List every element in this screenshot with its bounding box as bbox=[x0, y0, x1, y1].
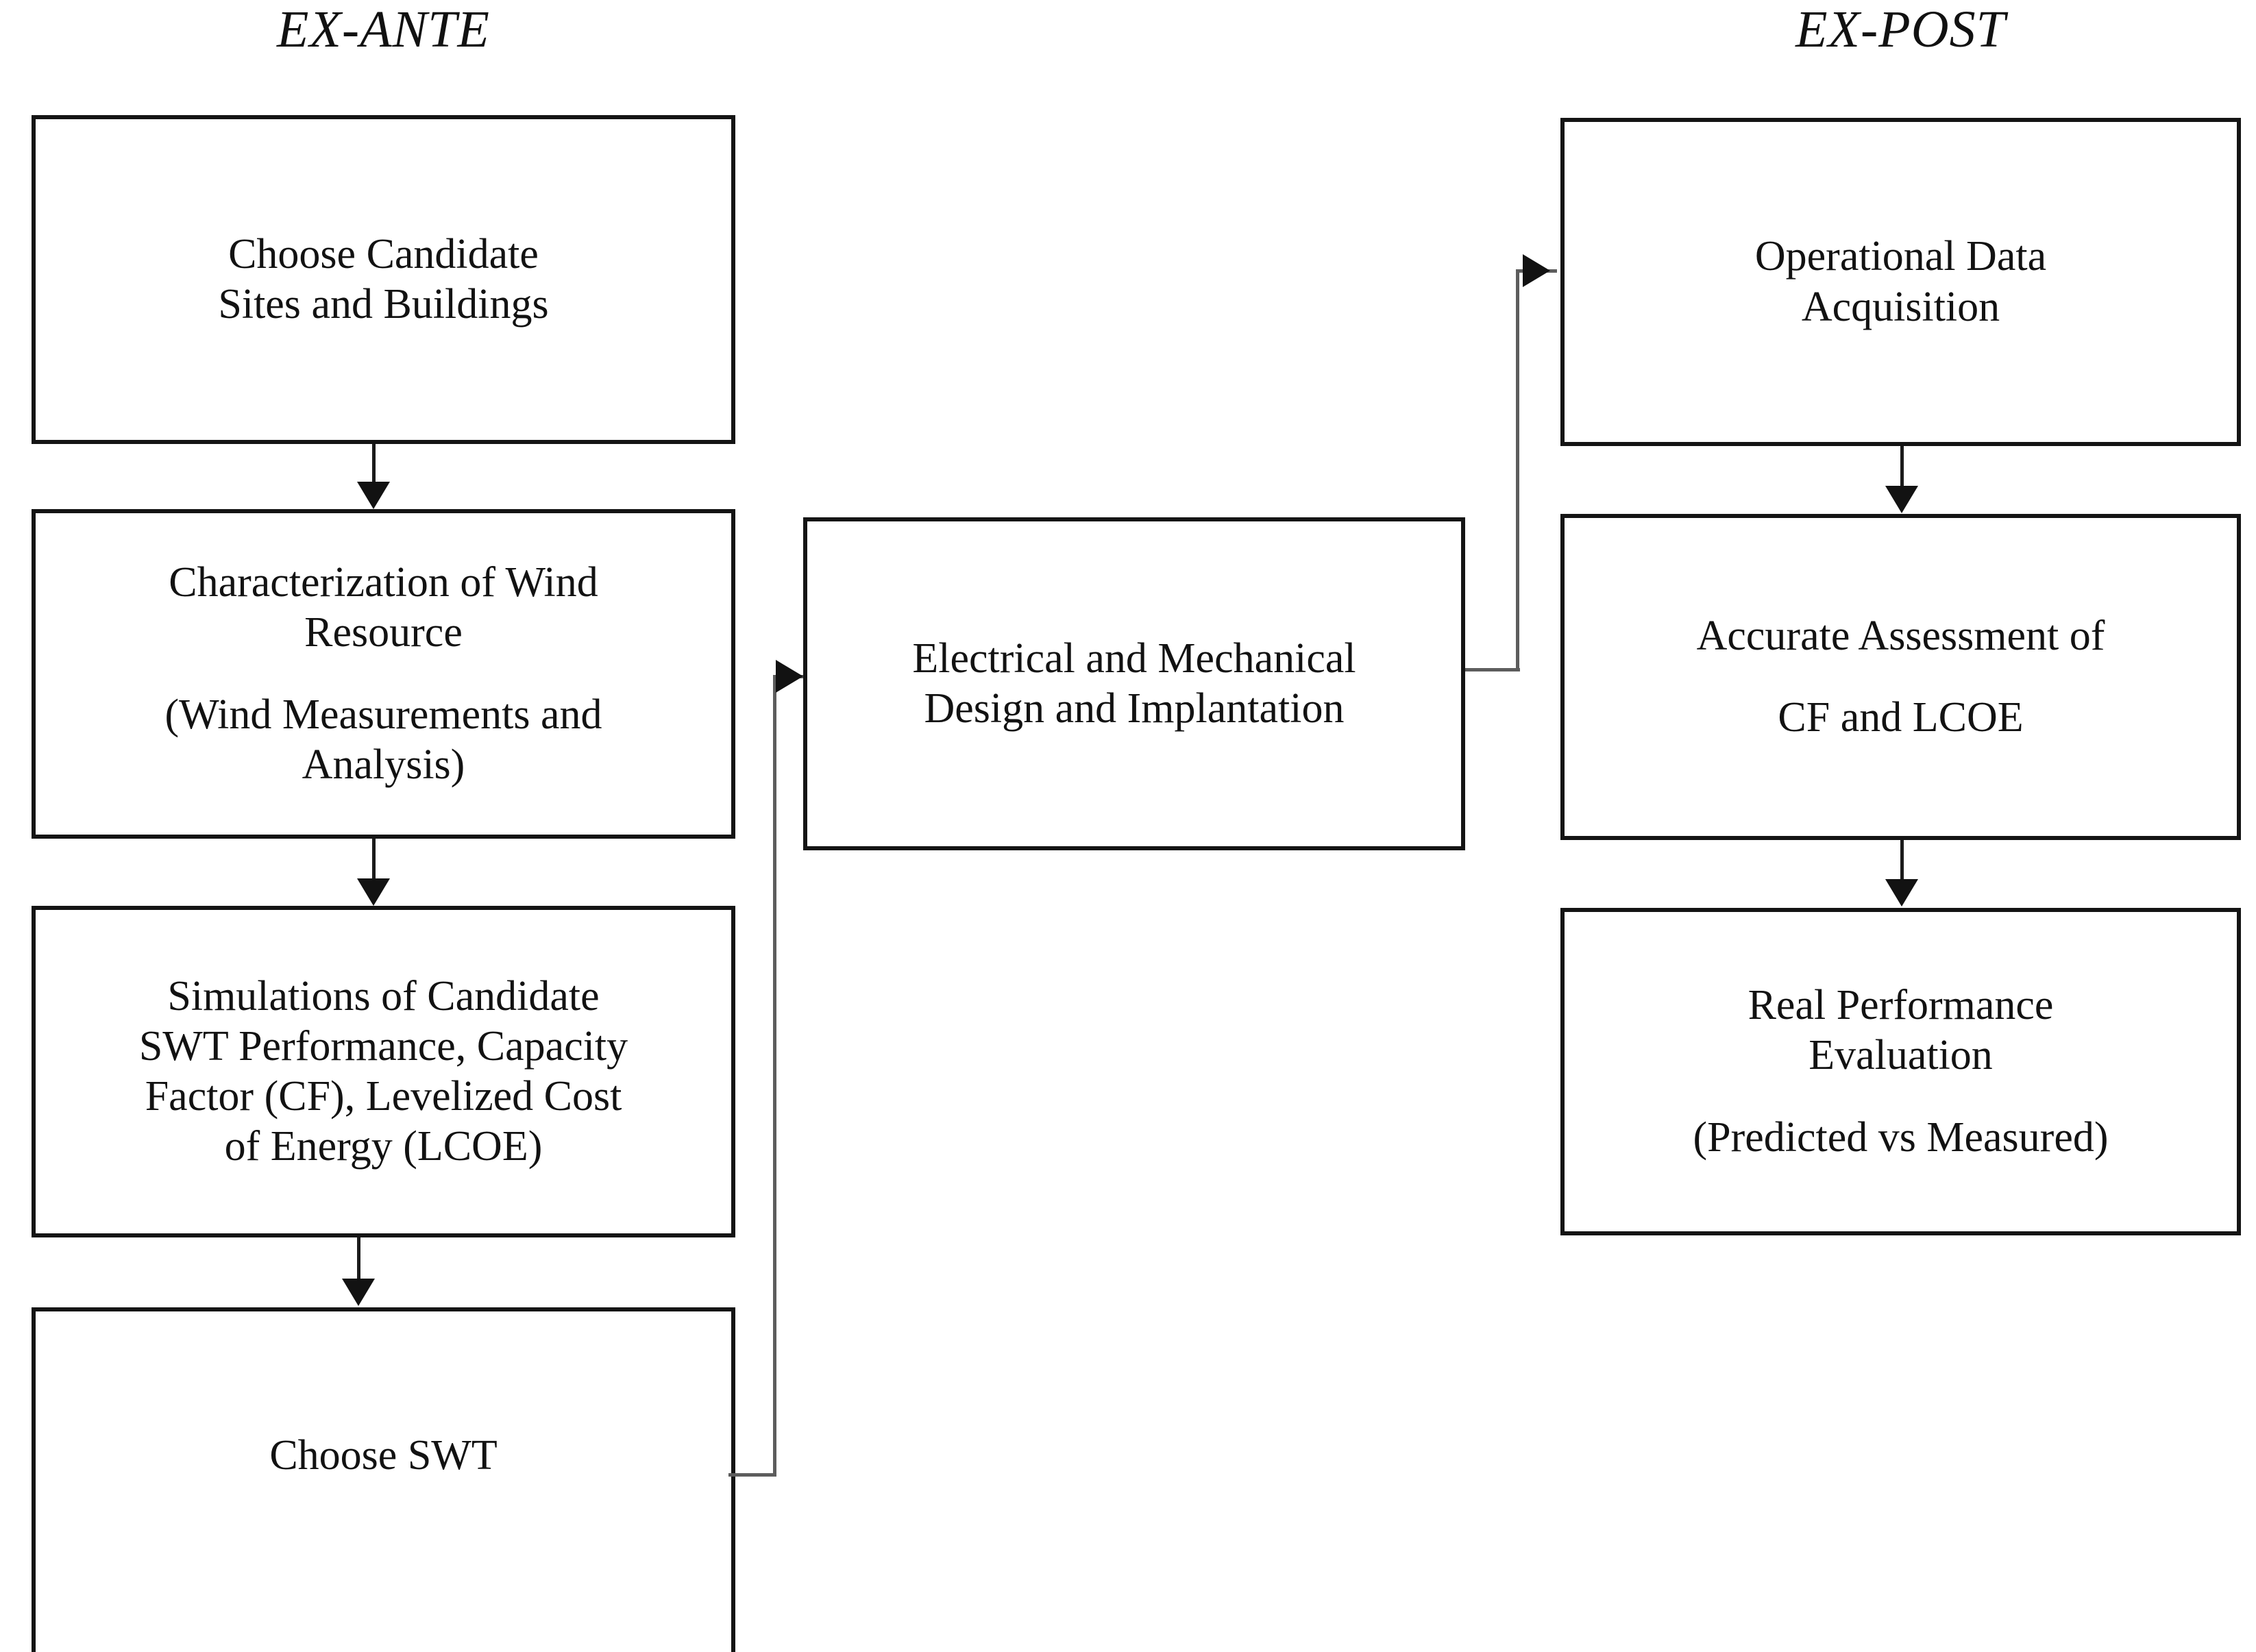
node-line-2: Resource bbox=[304, 609, 463, 656]
edge-design-to-operational-segment-v bbox=[1516, 269, 1519, 669]
node-real-performance-evaluation[interactable]: Real Performance Evaluation (Predicted v… bbox=[1560, 908, 2241, 1235]
node-line-1: Characterization of Wind bbox=[169, 559, 598, 606]
node-line-2: CF and LCOE bbox=[1778, 694, 2024, 741]
node-simulations-candidate-swt[interactable]: Simulations of Candidate SWT Performance… bbox=[32, 906, 735, 1237]
node-line-1: Electrical and Mechanical bbox=[912, 634, 1356, 682]
node-line-spacer bbox=[1588, 1081, 2214, 1113]
node-line-3: (Predicted vs Measured) bbox=[1693, 1113, 2109, 1161]
node-line-1: Operational Data bbox=[1754, 233, 2047, 280]
node-line-2: SWT Performance, Capacity bbox=[138, 1022, 628, 1070]
node-line-1: Choose Candidate bbox=[228, 230, 539, 278]
node-line-1: Simulations of Candidate bbox=[167, 972, 600, 1020]
node-operational-data-acquisition[interactable]: Operational Data Acquisition bbox=[1560, 118, 2241, 446]
node-line-2: Sites and Buildings bbox=[218, 281, 549, 328]
edge-choose-sites-to-characterization-line bbox=[372, 444, 376, 486]
node-line-2: Evaluation bbox=[1809, 1032, 1993, 1079]
node-line-2: Design and Implantation bbox=[924, 685, 1345, 732]
edge-choose-swt-to-design-arrowhead bbox=[776, 660, 803, 693]
node-line-spacer bbox=[1588, 661, 2214, 693]
edge-operational-to-assessment-arrowhead bbox=[1885, 486, 1918, 513]
edge-simulations-to-choose-swt-arrowhead bbox=[342, 1279, 375, 1306]
edge-operational-to-assessment-line bbox=[1900, 446, 1904, 491]
node-line-1: Accurate Assessment of bbox=[1696, 612, 2105, 659]
node-line-2: Acquisition bbox=[1801, 283, 2000, 330]
node-line-3: Factor (CF), Levelized Cost bbox=[145, 1073, 622, 1120]
edge-assessment-to-real-performance-line bbox=[1900, 840, 1904, 884]
column-title-ex-post: EX-POST bbox=[1795, 1, 2006, 58]
node-accurate-assessment-cf-lcoe[interactable]: Accurate Assessment of CF and LCOE bbox=[1560, 514, 2241, 840]
node-line-4: Analysis) bbox=[302, 741, 465, 788]
node-line-1: Real Performance bbox=[1748, 982, 2054, 1029]
edge-choose-swt-to-design-segment-v bbox=[773, 675, 776, 1475]
edge-characterization-to-simulations-line bbox=[372, 839, 376, 883]
column-title-ex-ante: EX-ANTE bbox=[277, 1, 490, 58]
node-choose-candidate-sites[interactable]: Choose Candidate Sites and Buildings bbox=[32, 115, 735, 444]
node-line-1: Choose SWT bbox=[269, 1432, 498, 1479]
node-line-4: of Energy (LCOE) bbox=[224, 1123, 543, 1170]
edge-characterization-to-simulations-arrowhead bbox=[357, 878, 390, 906]
edge-simulations-to-choose-swt-line bbox=[357, 1237, 360, 1284]
node-line-3: (Wind Measurements and bbox=[164, 691, 602, 738]
edge-choose-swt-to-design-segment-h1 bbox=[728, 1473, 776, 1477]
edge-assessment-to-real-performance-arrowhead bbox=[1885, 879, 1918, 907]
node-characterization-wind-resource[interactable]: Characterization of Wind Resource (Wind … bbox=[32, 509, 735, 839]
edge-design-to-operational-arrowhead bbox=[1523, 254, 1550, 287]
node-line-spacer bbox=[59, 658, 708, 690]
edge-choose-sites-to-characterization-arrowhead bbox=[357, 482, 390, 509]
node-electrical-mechanical-design[interactable]: Electrical and Mechanical Design and Imp… bbox=[803, 517, 1465, 850]
edge-design-to-operational-segment-h1 bbox=[1465, 668, 1520, 671]
node-choose-swt[interactable]: Choose SWT bbox=[32, 1307, 735, 1652]
